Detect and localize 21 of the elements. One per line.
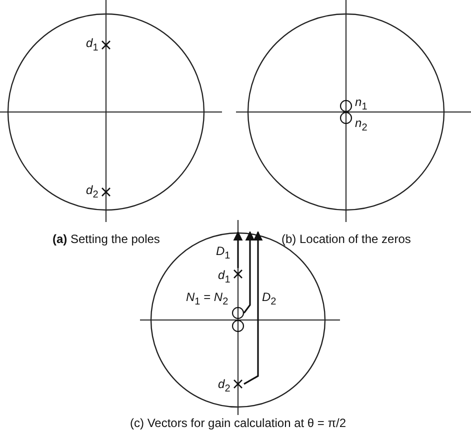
point-label: n$_{2}$ [355,116,368,136]
pole-mark [232,268,244,280]
vector-arrow [244,231,263,385]
pole-mark [232,378,244,390]
point-label: d$_{2}$ [218,377,230,396]
caption: (a) Setting the poles [52,232,160,246]
point-label: n$_{1}$ [355,95,368,114]
zero-mark [232,320,244,332]
point-label: d$_{2}$ [86,183,98,202]
caption: (c) Vectors for gain calculation at θ = π/2 [130,416,346,430]
caption: (b) Location of the zeros [282,232,411,246]
pole-mark [100,186,112,198]
vector-arrow [243,231,255,314]
zero-mark [340,100,352,112]
vector-arrow [233,231,243,268]
vector-label: N$_{1}$ = N$_{2}$ [186,290,228,310]
point-label: d$_{1}$ [218,268,230,288]
zero-mark [232,307,244,319]
point-label: d$_{1}$ [86,36,98,56]
pole-mark [100,39,112,51]
zero-mark [340,112,352,124]
